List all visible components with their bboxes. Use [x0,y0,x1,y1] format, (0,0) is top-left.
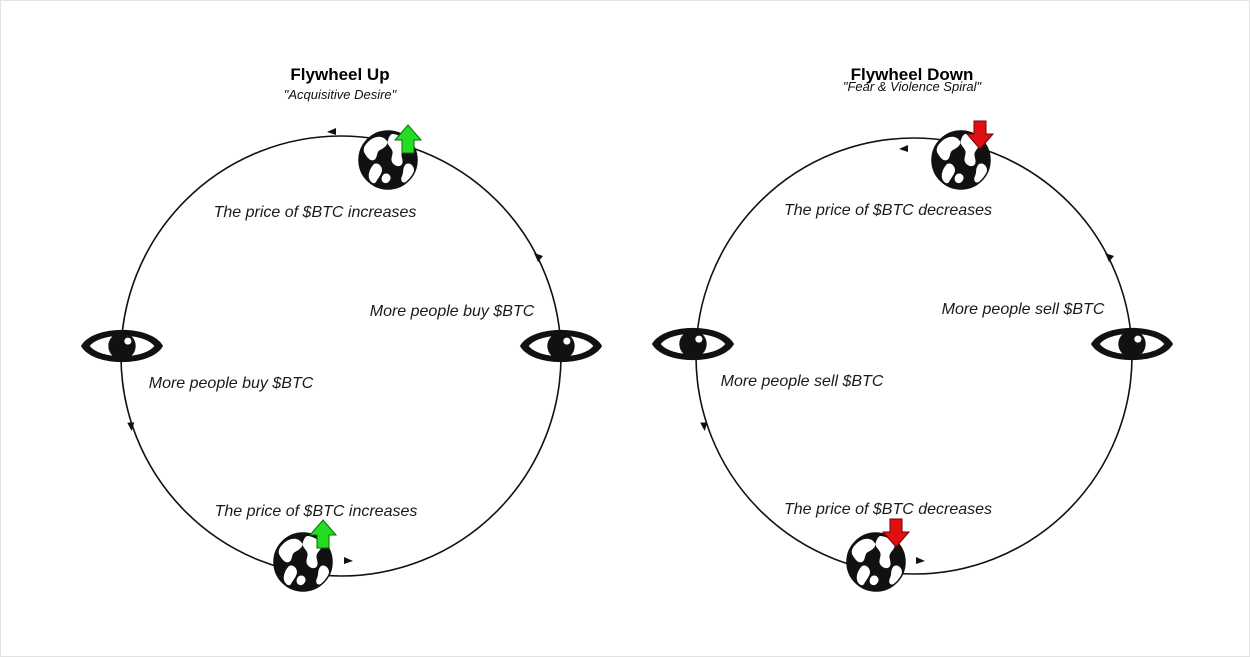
direction-arrowhead [916,557,925,564]
eye-icon [1090,327,1174,361]
label-left: More people sell $BTC [721,373,884,390]
label-top: The price of $BTC increases [214,204,417,221]
eye-icon [80,329,164,363]
label-top: The price of $BTC decreases [784,202,992,219]
direction-arrowhead [899,145,908,152]
panel-flywheel-up: Flywheel Up "Acquisitive Desire" The pri… [80,65,603,592]
label-right: More people buy $BTC [370,303,535,320]
label-right: More people sell $BTC [942,301,1105,318]
direction-arrowhead [327,128,336,135]
label-left: More people buy $BTC [149,375,314,392]
label-bottom: The price of $BTC decreases [784,501,992,518]
panel-subtitle: "Fear & Violence Spiral" [843,79,983,94]
panel-title: Flywheel Up [290,65,389,84]
eye-icon [519,329,603,363]
eye-icon [651,327,735,361]
panel-subtitle: "Acquisitive Desire" [284,87,398,102]
panel-flywheel-down: Flywheel Down "Fear & Violence Spiral" T… [651,65,1174,592]
direction-arrowhead [127,422,135,431]
direction-arrowhead [1105,253,1114,262]
direction-arrowhead [534,253,543,262]
panel-title: Flywheel Down [851,65,974,84]
direction-arrowhead [344,557,353,564]
direction-arrowhead [337,127,340,135]
direction-arrowhead [700,422,708,431]
label-bottom: The price of $BTC increases [215,503,418,520]
